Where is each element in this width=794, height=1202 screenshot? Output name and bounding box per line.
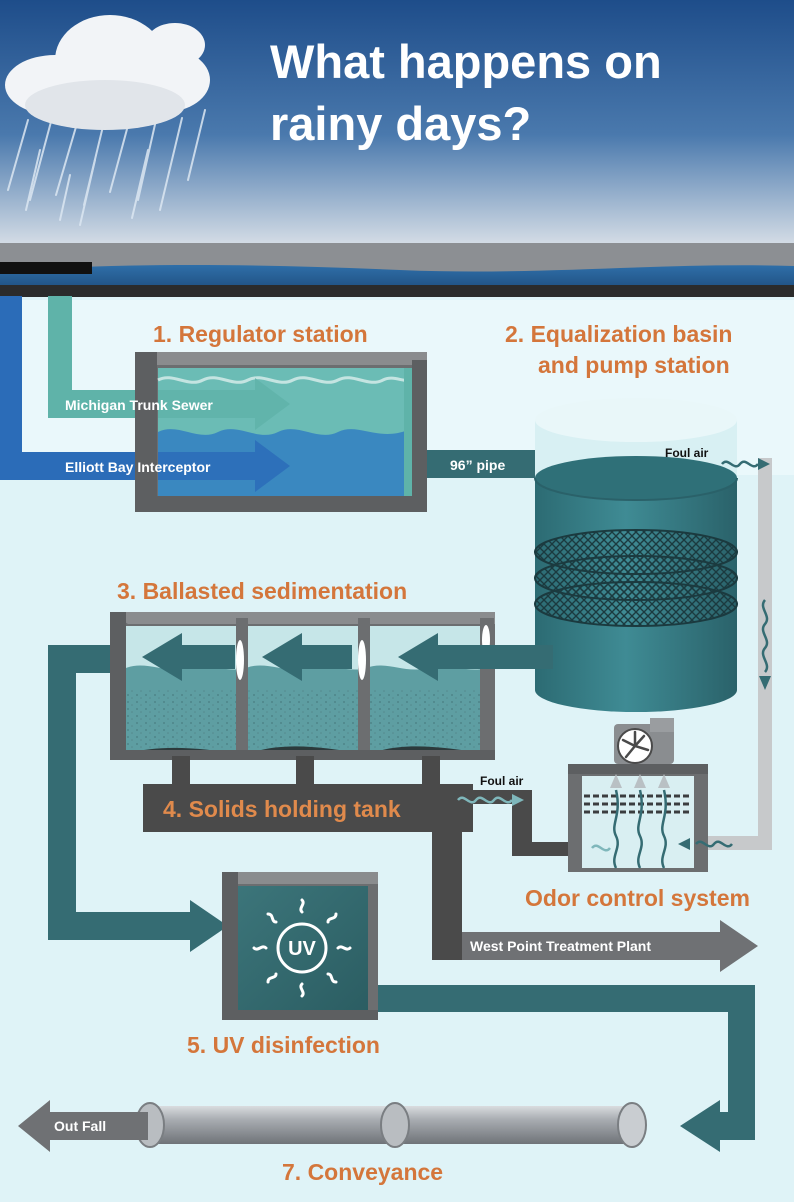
title-line-2: rainy days?: [270, 97, 531, 150]
equalization-title-2: and pump station: [538, 352, 730, 378]
cloud-icon: [5, 15, 210, 130]
arrow-down-icon: [759, 676, 771, 690]
elliott-arrow: [158, 440, 290, 492]
conveyance-pipe: [135, 1102, 647, 1148]
odor-title: Odor control system: [525, 885, 750, 911]
michigan-label: Michigan Trunk Sewer: [65, 397, 213, 413]
foul-air-label-1: Foul air: [665, 446, 709, 460]
odor-control-unit: [568, 764, 708, 872]
arrow-left-icon: [678, 838, 690, 850]
regulator-station: [135, 352, 427, 512]
bay-water: [0, 265, 794, 290]
uv-sun-icon: [252, 898, 352, 998]
equalization-title-1: 2. Equalization basin: [505, 321, 732, 347]
foul-air-wave-icon-2: [457, 796, 513, 804]
out-fall-arrow: [18, 1100, 148, 1152]
foul-air-wave-down-icon: [761, 599, 769, 673]
sed-to-uv-pipe: [48, 645, 228, 952]
west-point-label: West Point Treatment Plant: [470, 938, 651, 954]
odor-wave-icon: [591, 844, 611, 852]
conveyance-title: 7. Conveyance: [282, 1159, 443, 1185]
title-line-1: What happens on: [270, 35, 662, 88]
dock-icon: [0, 262, 92, 274]
sedimentation-title: 3. Ballasted sedimentation: [117, 578, 407, 604]
uv-label: UV: [288, 938, 316, 960]
odor-wave-icon-2: [695, 840, 733, 848]
rain-icon: [7, 109, 206, 226]
foul-air-wave-icon: [721, 460, 759, 468]
ground-strip: [0, 285, 794, 297]
elliott-label: Elliott Bay Interceptor: [65, 459, 211, 475]
sed-arrow-1: [142, 633, 235, 681]
fan-icon: [614, 718, 674, 764]
solids-title: 4. Solids holding tank: [163, 796, 401, 822]
foul-air-label-2: Foul air: [480, 774, 524, 788]
sed-arrow-2: [262, 633, 352, 681]
regulator-title: 1. Regulator station: [153, 321, 368, 347]
foul-air-duct: [680, 458, 772, 850]
solids-holding-tank: [143, 756, 473, 960]
arrow-right-icon-2: [512, 794, 524, 806]
uv-title: 5. UV disinfection: [187, 1032, 380, 1058]
uv-to-conveyance-pipe: [378, 985, 755, 1152]
pipe-96-label: 96” pipe: [450, 457, 505, 473]
out-fall-label: Out Fall: [54, 1118, 106, 1134]
arrow-right-icon: [758, 458, 770, 470]
west-point-arrow: [462, 920, 758, 972]
equalization-tank: [534, 398, 738, 712]
michigan-arrow: [158, 378, 290, 430]
sed-arrow-3: [398, 633, 553, 681]
sedimentation-basin: [110, 612, 495, 760]
